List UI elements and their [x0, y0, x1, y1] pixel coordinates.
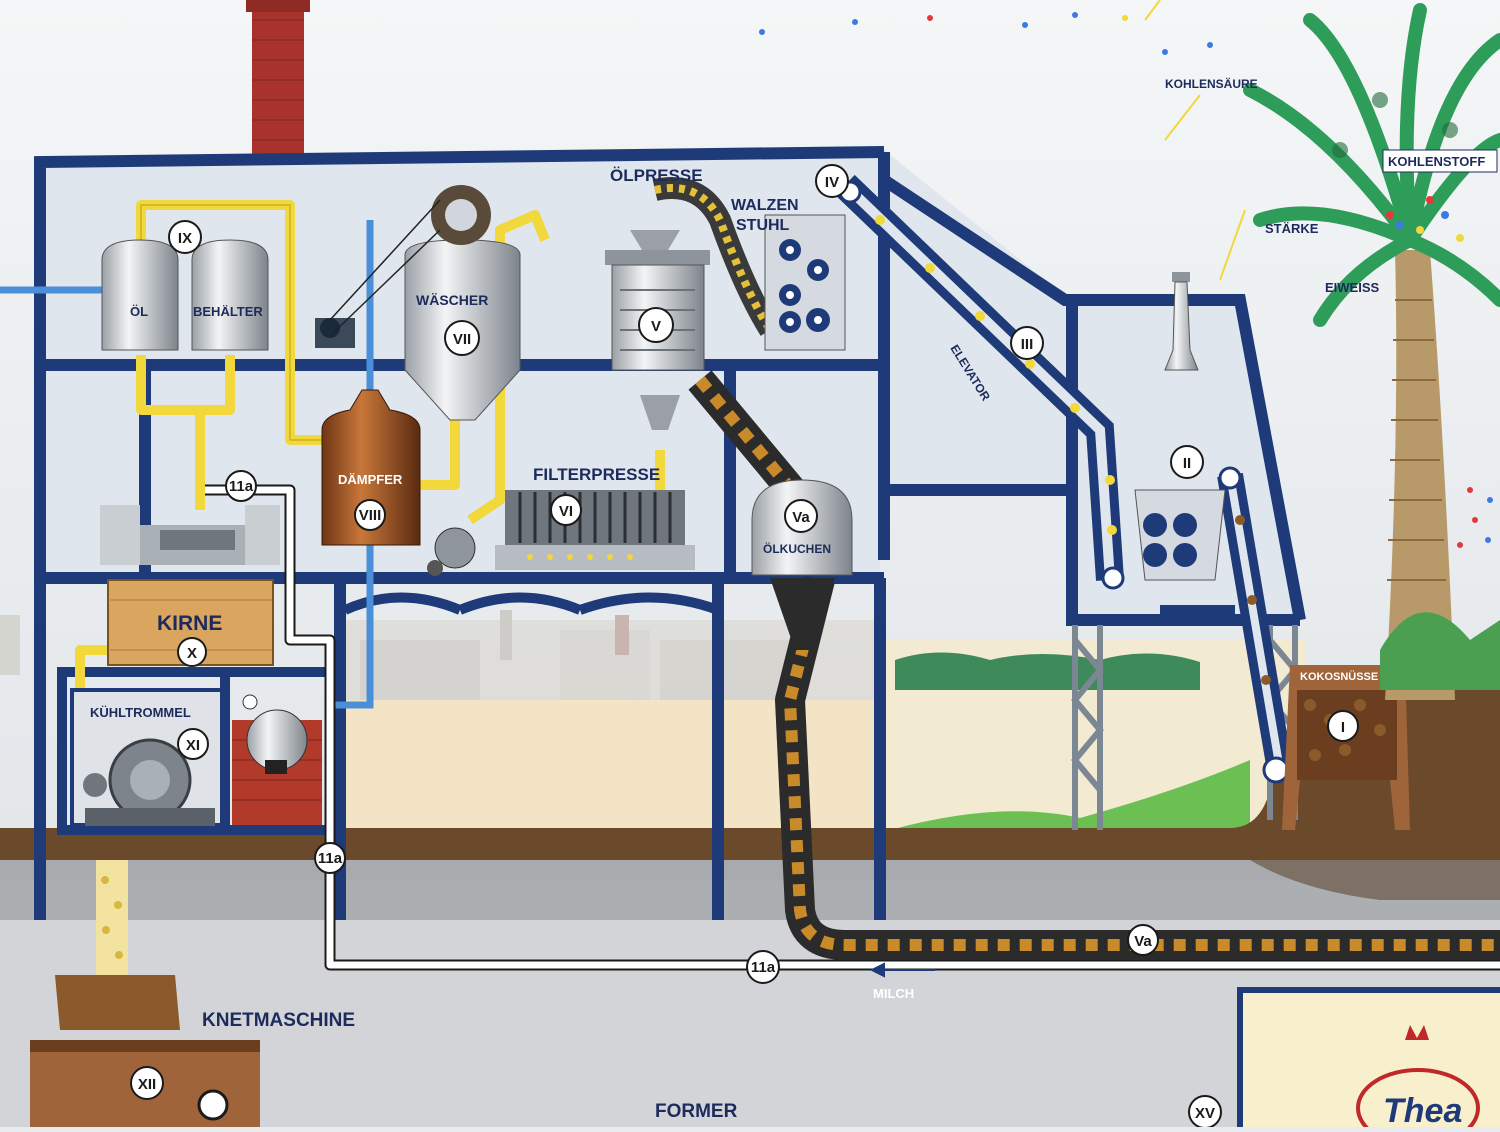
water-pipes — [0, 220, 374, 709]
vent-funnel — [1164, 272, 1199, 371]
svg-text:XV: XV — [1195, 1105, 1215, 1122]
oilcake-conveyor — [688, 370, 1500, 960]
svg-text:XII: XII — [138, 1076, 156, 1093]
label-knetmaschine: KNETMASCHINE — [202, 1010, 355, 1031]
marker-viii: VIII — [354, 499, 386, 531]
elevator-iii — [835, 174, 1124, 581]
svg-text:IX: IX — [178, 230, 192, 247]
svg-text:V: V — [651, 318, 661, 335]
label-milch: MILCH — [873, 986, 914, 1001]
brand-logo-text: Thea — [1383, 1092, 1462, 1127]
svg-text:Va: Va — [792, 509, 810, 526]
label-kohlensaeure: KOHLENSÄURE — [1165, 76, 1258, 91]
label-kirne: KIRNE — [157, 612, 222, 635]
label-oel: ÖL — [130, 304, 148, 319]
oil-pipe-outline — [140, 204, 330, 441]
marker-x: X — [177, 637, 207, 667]
label-kokosnuesse: KOKOSNÜSSE — [1300, 670, 1378, 683]
svg-text:11a: 11a — [318, 850, 343, 867]
milk-arrow — [869, 962, 935, 978]
svg-text:VI: VI — [559, 503, 573, 520]
marker-v: V — [638, 307, 674, 343]
svg-text:IV: IV — [825, 174, 839, 191]
svg-text:I: I — [1341, 719, 1345, 736]
svg-text:II: II — [1183, 455, 1191, 472]
sky-dots — [759, 0, 1246, 281]
marker-iii: III — [1010, 326, 1044, 360]
cooling-drum-xi — [70, 688, 224, 827]
svg-text:11a: 11a — [751, 959, 776, 976]
kirne-x — [100, 505, 280, 666]
svg-text:III: III — [1021, 336, 1034, 353]
label-kohlenstoff: KOHLENSTOFF — [1388, 154, 1485, 169]
label-filterpresse: FILTERPRESSE — [533, 465, 660, 484]
svg-text:11a: 11a — [229, 478, 254, 495]
marker-11a-mid: 11a — [314, 842, 346, 874]
svg-text:Va: Va — [1134, 933, 1152, 950]
marker-xv: XV — [1188, 1095, 1222, 1129]
marker-vii: VII — [444, 320, 480, 356]
label-walzen: WALZEN — [731, 197, 799, 214]
label-daempfer: DÄMPFER — [338, 472, 403, 487]
label-eiweiss: EIWEISS — [1325, 280, 1380, 295]
boiler — [232, 694, 322, 825]
brand-box — [1237, 987, 1500, 1132]
distant-palms — [895, 652, 1200, 690]
label-oelpresse: ÖLPRESSE — [610, 166, 703, 185]
ground-layer — [0, 650, 1500, 900]
svg-text:VII: VII — [453, 331, 471, 348]
marker-11a-bottom: 11a — [746, 950, 780, 984]
motor-small — [315, 199, 441, 348]
grass — [890, 760, 1250, 830]
marker-iv: IV — [815, 164, 849, 198]
marker-va-pipe: Va — [1127, 924, 1159, 956]
pulley-wheel — [1101, 466, 1290, 784]
svg-text:VIII: VIII — [359, 507, 382, 524]
marker-ii: II — [1170, 445, 1204, 479]
oil-tanks — [101, 239, 269, 351]
marker-xi: XI — [177, 728, 209, 760]
oil-press-v — [605, 177, 780, 430]
marker-vi: VI — [550, 494, 582, 526]
label-former: FORMER — [655, 1101, 738, 1122]
chimney — [246, 0, 310, 162]
steamer-viii — [321, 389, 421, 546]
label-oelkuchen: ÖLKUCHEN — [763, 541, 831, 556]
filter-press-vi — [427, 490, 695, 576]
label-kuehltrommel: KÜHLTROMMEL — [90, 705, 191, 720]
roller-mill-iv — [764, 180, 862, 351]
svg-text:X: X — [187, 645, 197, 662]
milk-pipe — [205, 484, 1500, 971]
marker-ix: IX — [168, 220, 202, 254]
palm-tree — [1243, 3, 1500, 700]
label-waescher: WÄSCHER — [416, 292, 488, 308]
marker-11a-top: 11a — [225, 470, 257, 502]
marker-i: I — [1327, 710, 1359, 742]
marker-va: Va — [784, 499, 818, 533]
knetmaschine-xii — [30, 860, 260, 1127]
roller-ii — [1134, 489, 1235, 623]
label-stuhl: STUHL — [736, 217, 790, 234]
svg-text:XI: XI — [186, 737, 200, 754]
arches — [342, 592, 720, 615]
marker-xii: XII — [130, 1066, 164, 1100]
label-staerke: STÄRKE — [1265, 221, 1319, 236]
elevator-ii — [1217, 472, 1293, 773]
label-behaelter: BEHÄLTER — [193, 304, 263, 319]
